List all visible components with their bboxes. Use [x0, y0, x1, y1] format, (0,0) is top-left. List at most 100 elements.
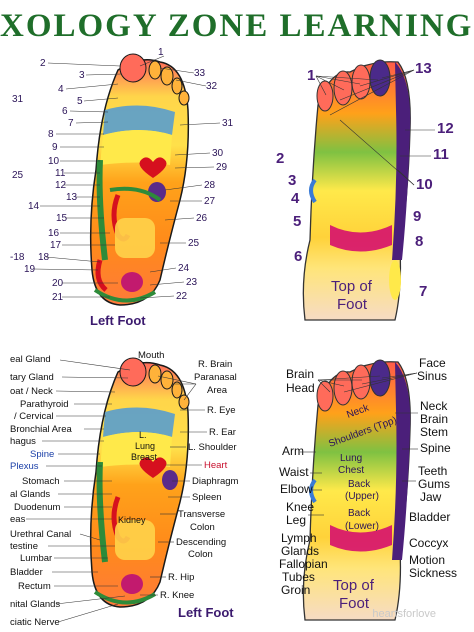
label-15: 15 [56, 213, 68, 224]
label-pineal-gland: eal Gland [10, 354, 51, 365]
label-elbow: Elbow [280, 482, 313, 496]
label-breast-in-foot: Breast [131, 452, 158, 462]
label-waist: Waist [279, 465, 309, 479]
dorsal-top-leader-lines [315, 69, 435, 186]
dorsal-top-caption-line1: Top of [331, 278, 373, 295]
label-back-upper-in-foot: Back [348, 479, 371, 490]
label-7: 7 [419, 283, 427, 300]
sole-foot-top [89, 53, 190, 306]
label-teeth: Teeth [418, 464, 447, 478]
sole-bottom-labels: eal Gland tary Gland oat / Neck Parathyr… [10, 350, 239, 628]
label-1: 1 [158, 47, 164, 58]
label-colon-1: Colon [190, 522, 215, 533]
dorsal-bottom-labels: Brain Head Arm Waist Elbow Knee Leg Lymp… [279, 356, 457, 597]
label-18: 18 [38, 252, 50, 263]
label-10: 10 [416, 176, 433, 193]
label-paranasal: Paranasal [194, 372, 237, 383]
label-3: 3 [288, 172, 296, 189]
label-back-lower-in-foot: Back [348, 508, 371, 519]
label-r-hip: R. Hip [168, 572, 194, 583]
label-arm: Arm [282, 444, 304, 458]
label-area: Area [207, 385, 228, 396]
label-rectum: Rectum [18, 581, 51, 592]
label-2: 2 [40, 58, 46, 69]
label-face: Face [419, 356, 446, 370]
dorsal-top-caption-line2: Foot [337, 296, 368, 313]
label-head: Head [286, 381, 315, 395]
label-adrenal-glands: al Glands [10, 489, 50, 500]
label-spine: Spine [30, 449, 54, 460]
label-13: 13 [415, 60, 432, 77]
label-neck: Neck [420, 399, 448, 413]
label-13: 13 [66, 192, 78, 203]
label-12: 12 [55, 180, 67, 191]
label-brain-2: Brain [420, 412, 448, 426]
label-lower-in-foot: (Lower) [345, 521, 379, 532]
label-throat-neck: oat / Neck [10, 386, 53, 397]
label-29: 29 [216, 162, 228, 173]
label-brain: Brain [286, 367, 314, 381]
dorsal-bottom-leader-lines [300, 372, 418, 516]
dorsal-top-labels: 1 2 3 4 5 6 13 12 11 10 9 8 7 [276, 60, 454, 300]
label-gums: Gums [418, 477, 450, 491]
label-knee: Knee [286, 500, 314, 514]
label-32: 32 [206, 81, 218, 92]
label-mouth: Mouth [138, 350, 164, 361]
dorsal-bottom-caption-line1: Top of [333, 577, 375, 594]
label-26: 26 [196, 213, 208, 224]
label-diaphragm: Diaphragm [192, 476, 239, 487]
label-bladder: Bladder [10, 567, 43, 578]
sole-bottom-leader-lines [26, 359, 207, 623]
label-27: 27 [204, 196, 216, 207]
page-title: XOLOGY ZONE LEARNING [0, 8, 474, 44]
sole-top-labels: 2 3 4 5 6 7 8 9 10 11 12 13 14 15 16 17 … [10, 47, 234, 303]
label-lymph: Lymph [281, 531, 317, 545]
label-esophagus: hagus [10, 436, 36, 447]
edge-label-18: -18 [10, 252, 25, 263]
label-transverse: Transverse [178, 509, 225, 520]
label-11: 11 [433, 146, 449, 163]
label-urethral-canal: Urethral Canal [10, 529, 71, 540]
label-colon-2: Colon [188, 549, 213, 560]
label-30: 30 [212, 148, 224, 159]
label-r-eye: R. Eye [207, 405, 236, 416]
label-r-ear: R. Ear [209, 427, 236, 438]
label-stem: Stem [420, 425, 448, 439]
label-28: 28 [204, 180, 216, 191]
label-intestine: testine [10, 541, 38, 552]
label-pituitary-gland: tary Gland [10, 372, 54, 383]
label-cervical: / Cervical [14, 411, 54, 422]
label-stomach: Stomach [22, 476, 60, 487]
sole-foot-bottom [89, 357, 190, 608]
label-genital-glands: nital Glands [10, 599, 60, 610]
label-r-knee: R. Knee [160, 590, 194, 601]
label-1: 1 [307, 67, 315, 84]
label-fallopian: Fallopian [279, 557, 328, 571]
label-20: 20 [52, 278, 64, 289]
label-lumbar: Lumbar [20, 553, 52, 564]
label-11: 11 [55, 168, 66, 179]
label-8: 8 [48, 129, 54, 140]
label-sickness: Sickness [409, 566, 457, 580]
label-31: 31 [222, 118, 234, 129]
label-r-brain: R. Brain [198, 359, 232, 370]
label-7: 7 [68, 118, 74, 129]
label-bronchial-area: Bronchial Area [10, 424, 73, 435]
label-parathyroid: Parathyroid [20, 399, 69, 410]
label-4: 4 [291, 190, 300, 207]
label-16: 16 [48, 228, 60, 239]
label-coccyx: Coccyx [409, 536, 448, 550]
label-kidney-in-foot: Kidney [118, 515, 146, 525]
label-glands: Glands [281, 544, 319, 558]
label-25: 25 [188, 238, 200, 249]
label-spleen: Spleen [192, 492, 222, 503]
label-lung-in-foot: Lung [135, 441, 155, 451]
label-upper-in-foot: (Upper) [345, 491, 379, 502]
label-bladder-2: Bladder [409, 510, 450, 524]
label-motion: Motion [409, 553, 445, 567]
label-lung-in-foot: Lung [340, 453, 362, 464]
label-9: 9 [413, 208, 421, 225]
label-12: 12 [437, 120, 454, 137]
sole-top-caption: Left Foot [90, 313, 146, 328]
